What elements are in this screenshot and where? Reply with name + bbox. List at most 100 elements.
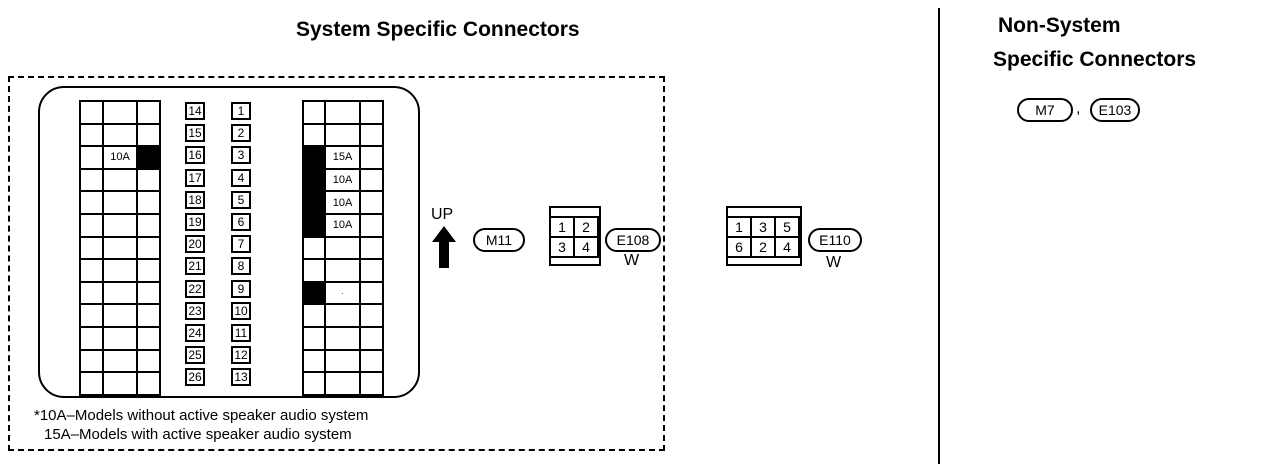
- fuse-right-cell: [361, 327, 384, 351]
- fuse-left-cell: [104, 237, 138, 261]
- fuse-left-cell: [138, 373, 161, 396]
- fuse-slot-left-number: 24: [185, 324, 205, 342]
- non-system-title-line1: Non-System: [998, 14, 1121, 37]
- fuse-left-cell: [138, 305, 161, 328]
- e108-pin: 3: [551, 238, 575, 258]
- fuse-note-10a: *10A–Models without active speaker audio…: [34, 407, 369, 424]
- fuse-right-cell: [361, 169, 384, 193]
- fuse-right-cell: [326, 305, 361, 328]
- fuse-slot-left-number: 19: [185, 213, 205, 231]
- fuse-left-cell: [81, 102, 104, 125]
- fuse-right-cell: [361, 237, 384, 261]
- fuse-left-cell: [81, 305, 104, 328]
- e110-pin: 1: [728, 218, 752, 238]
- e108-pin: 2: [575, 218, 599, 238]
- e110-pin: 6: [728, 238, 752, 258]
- fuse-left-cell: [138, 214, 161, 238]
- fuse-right-cell: 10A: [326, 169, 361, 193]
- fuse-right-cell: [304, 260, 326, 283]
- fuse-slot-right-number: 9: [231, 279, 251, 298]
- fuse-left-cell: [138, 282, 161, 306]
- fuse-slot-left-number: 14: [185, 102, 205, 120]
- fuse-left-cell: [81, 169, 104, 193]
- fuse-slot-right-number: 10: [231, 301, 251, 320]
- fuse-slot-left-number: 21: [185, 257, 205, 276]
- fuse-right-cell: [326, 102, 361, 125]
- fuse-right-cell: [304, 237, 326, 261]
- fuse-slot-right-number: 5: [231, 190, 251, 209]
- fuse-slot-right-number: 13: [231, 368, 251, 387]
- fuse-right-cell: [361, 305, 384, 328]
- fuse-left-cell: [81, 192, 104, 215]
- fuse-left-cell: [104, 214, 138, 238]
- fuse-left-cell: [138, 169, 161, 193]
- fuse-right-cell: [326, 373, 361, 396]
- fuse-slot-left-number: 20: [185, 235, 205, 254]
- fuse-left-cell: [104, 169, 138, 193]
- fuse-right-cell: [361, 214, 384, 238]
- connector-e108-label: E108: [605, 228, 661, 252]
- fuse-left-cell: [138, 147, 161, 170]
- fuse-left-cell: [81, 124, 104, 148]
- system-specific-title: System Specific Connectors: [296, 18, 580, 41]
- e110-pin: 3: [752, 218, 776, 238]
- fuse-left-cell: [104, 305, 138, 328]
- fuse-left-cell: [81, 327, 104, 351]
- fuse-left-cell: [81, 282, 104, 306]
- fuse-right-cell: [304, 124, 326, 148]
- fuse-right-cell: [304, 147, 326, 170]
- fuse-right-cell: [304, 327, 326, 351]
- fuse-left-cell: [104, 282, 138, 306]
- connector-m7-label: M7: [1017, 98, 1073, 122]
- fuse-left-cell: [138, 350, 161, 374]
- section-divider: [938, 8, 940, 464]
- up-label: UP: [431, 206, 454, 223]
- fuse-slot-left-number: 15: [185, 124, 205, 143]
- fuse-slot-left-number: 16: [185, 146, 205, 165]
- connector-separator: ,: [1076, 100, 1081, 117]
- fuse-slot-right-number: 11: [231, 324, 251, 342]
- fuse-right-cell: [326, 327, 361, 351]
- fuse-block-outline: [38, 86, 420, 398]
- fuse-right-cell: [361, 192, 384, 215]
- fuse-right-cell: 10A: [326, 192, 361, 215]
- fuse-left-cell: [104, 124, 138, 148]
- fuse-left-cell: [104, 350, 138, 374]
- fuse-left-cell: [104, 192, 138, 215]
- fuse-right-cell: ·: [326, 282, 361, 306]
- fuse-right-cell: [361, 282, 384, 306]
- connector-e103-label: E103: [1090, 98, 1140, 122]
- connector-e110-label: E110: [808, 228, 862, 252]
- fuse-slot-left-number: 17: [185, 168, 205, 187]
- fuse-right-cell: [326, 260, 361, 283]
- fuse-right-cell: [326, 350, 361, 374]
- fuse-right-cell: [304, 192, 326, 215]
- fuse-slot-right-number: 6: [231, 213, 251, 231]
- connector-e110-color: W: [826, 254, 842, 271]
- fuse-left-cell: [138, 260, 161, 283]
- fuse-slot-right-number: 4: [231, 168, 251, 187]
- fuse-right-cell: [361, 124, 384, 148]
- e110-pin: 2: [752, 238, 776, 258]
- fuse-left-cell: [104, 373, 138, 396]
- fuse-slot-right-number: 2: [231, 124, 251, 143]
- fuse-slot-right-number: 12: [231, 346, 251, 365]
- fuse-slot-left-number: 22: [185, 279, 205, 298]
- fuse-slot-right-number: 8: [231, 257, 251, 276]
- fuse-right-cell: [326, 124, 361, 148]
- fuse-left-cell: [138, 124, 161, 148]
- fuse-left-cell: [81, 147, 104, 170]
- fuse-slot-left-number: 18: [185, 190, 205, 209]
- fuse-slot-right-number: 3: [231, 146, 251, 165]
- fuse-slot-right-number: 7: [231, 235, 251, 254]
- fuse-right-cell: [304, 214, 326, 238]
- fuse-left-cell: [81, 350, 104, 374]
- e108-pin: 4: [575, 238, 599, 258]
- fuse-right-cell: [361, 260, 384, 283]
- fuse-right-cell: [304, 102, 326, 125]
- fuse-left-cell: [138, 327, 161, 351]
- fuse-right-cell: [304, 305, 326, 328]
- fuse-right-cell: 15A: [326, 147, 361, 170]
